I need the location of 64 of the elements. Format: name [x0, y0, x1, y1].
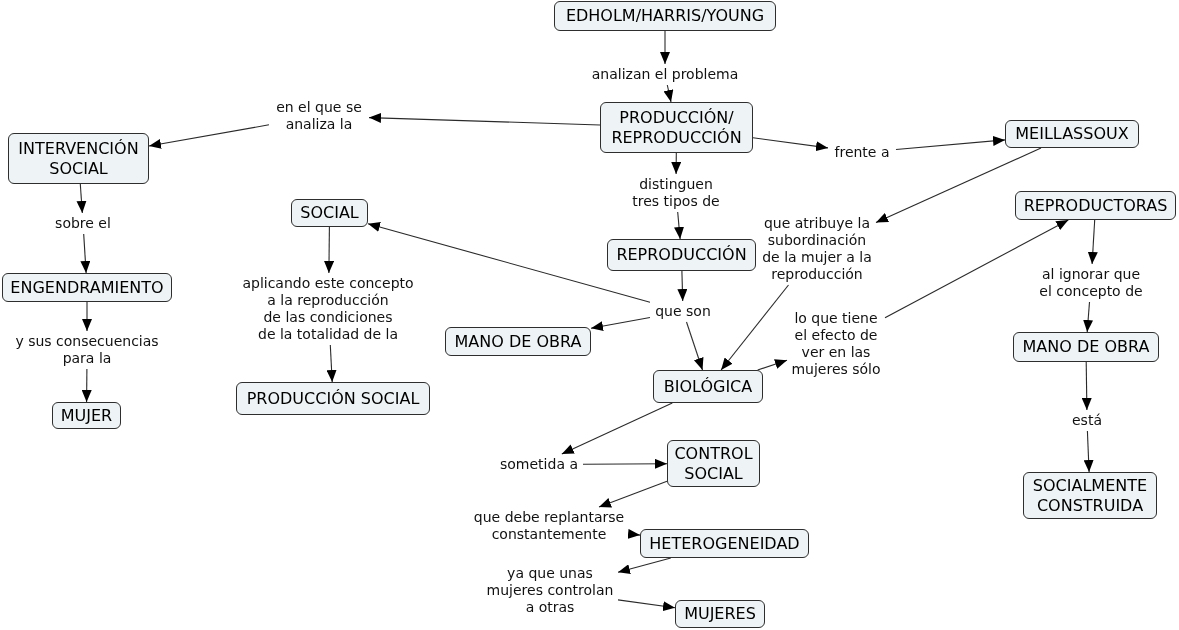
concept-box: MEILLASSOUX	[1005, 120, 1139, 148]
concept-box: INTERVENCIÓN SOCIAL	[8, 133, 149, 184]
arrow	[671, 152, 682, 175]
arrow	[685, 321, 704, 371]
arrow	[1081, 361, 1092, 411]
arrow	[757, 359, 788, 371]
concept-box: ENGENDRAMIENTO	[2, 273, 172, 302]
arrow	[82, 301, 92, 332]
arrow	[1083, 301, 1094, 333]
arrow	[561, 402, 673, 455]
arrow	[663, 84, 674, 103]
arrow	[1087, 219, 1098, 265]
arrow	[324, 226, 335, 274]
concept-box: REPRODUCTORAS	[1015, 191, 1176, 220]
arrow	[367, 222, 651, 303]
arrow	[1083, 430, 1094, 473]
linking-phrase: que atribuye la subordinación de la mujer a la reproducción	[760, 215, 874, 283]
linking-phrase: lo que tiene el efecto de ver en las mujeres sólo	[789, 310, 883, 378]
concept-box: MUJERES	[675, 600, 765, 628]
linking-phrase: que debe replantarse constantemente	[471, 509, 627, 543]
arrow	[80, 233, 91, 274]
concept-box: PRODUCCIÓN SOCIAL	[236, 382, 430, 415]
arrow	[368, 113, 601, 126]
arrow	[590, 316, 651, 331]
arrow	[884, 219, 1069, 319]
arrow	[627, 528, 641, 539]
linking-phrase: y sus consecuencias para la	[13, 333, 161, 367]
arrow	[752, 137, 829, 152]
concept-box: MANO DE OBRA	[445, 327, 591, 356]
concept-box: MUJER	[52, 402, 121, 429]
linking-phrase: que son	[652, 303, 714, 320]
linking-phrase: analizan el problema	[585, 66, 745, 83]
linking-phrase: está	[1067, 412, 1107, 429]
concept-box: BIOLÓGICA	[653, 370, 763, 403]
linking-phrase: aplicando este concepto a la reproducción de las condiciones de la totalidad de la	[230, 275, 426, 343]
linking-phrase: sobre el	[48, 215, 118, 232]
arrow	[326, 344, 337, 383]
arrow	[617, 557, 672, 574]
arrow	[895, 135, 1006, 151]
concept-box: REPRODUCCIÓN	[607, 239, 756, 271]
linking-phrase: ya que unas mujeres controlan a otras	[484, 565, 616, 616]
arrow	[81, 368, 92, 403]
arrow	[582, 458, 668, 469]
concept-box: HETEROGENEIDAD	[640, 529, 809, 558]
concept-box: SOCIAL	[291, 199, 368, 227]
linking-phrase: distinguen tres tipos de	[628, 176, 724, 210]
arrow	[76, 183, 87, 214]
arrow	[148, 124, 270, 149]
arrow	[720, 284, 790, 371]
concept-box: CONTROL SOCIAL	[667, 440, 760, 487]
arrow	[617, 599, 676, 612]
linking-phrase: frente a	[830, 144, 894, 161]
linking-phrase: sometida a	[497, 456, 581, 473]
arrow	[660, 30, 670, 65]
linking-phrase: en el que se analiza la	[271, 99, 367, 133]
concept-box: PRODUCCIÓN/ REPRODUCCIÓN	[600, 102, 753, 153]
arrow	[598, 480, 668, 508]
concept-box: MANO DE OBRA	[1013, 332, 1159, 362]
arrow	[674, 211, 684, 240]
concept-box: EDHOLM/HARRIS/YOUNG	[554, 1, 776, 31]
concept-box: SOCIALMENTE CONSTRUIDA	[1023, 472, 1157, 519]
linking-phrase: al ignorar que el concepto de	[1037, 266, 1145, 300]
arrow	[677, 270, 688, 302]
arrow	[875, 147, 1042, 223]
